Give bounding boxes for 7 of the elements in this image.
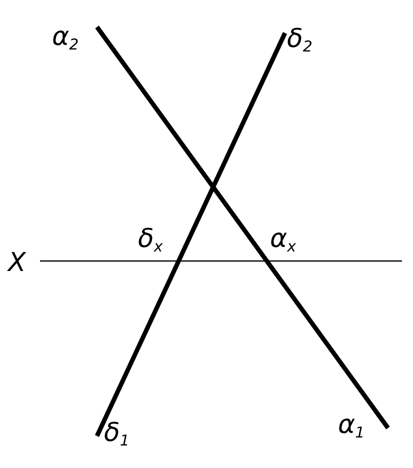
point-label: α$_{1}$ [338, 412, 365, 440]
point-label: α$_{x}$ [270, 226, 296, 254]
point-label: α$_{2}$ [52, 24, 79, 52]
point-label: δ$_{1}$ [104, 420, 130, 448]
point-label: δ$_{x}$ [138, 226, 163, 254]
point-label: δ$_{2}$ [287, 26, 312, 54]
point-label: X [8, 250, 26, 276]
